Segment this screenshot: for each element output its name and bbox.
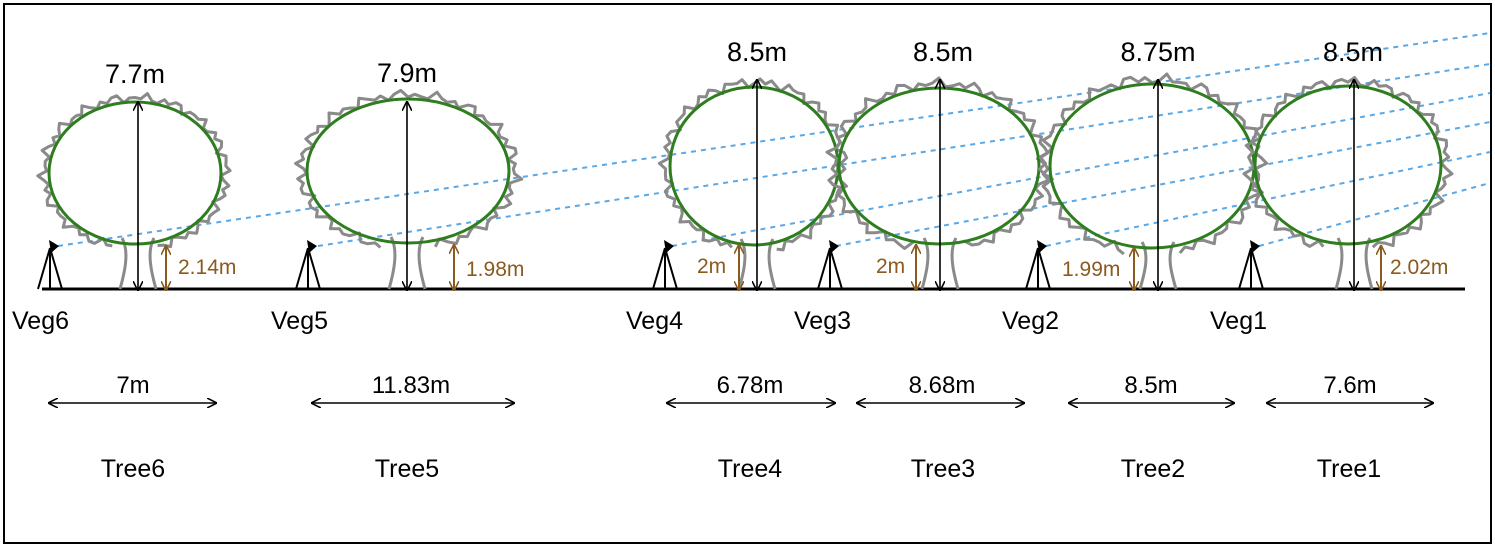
height-labels: 7.7m 7.9m 8.5m 8.5m 8.75m 8.5m xyxy=(105,37,1383,89)
tree3-height-label: 8.5m xyxy=(913,37,973,67)
tree4-width-label: 6.78m xyxy=(717,372,784,399)
tree6-trunk-height-label: 2.14m xyxy=(178,256,236,279)
veg2-tripod-icon xyxy=(1025,240,1051,290)
tree2-width-label: 8.5m xyxy=(1124,372,1177,399)
tree5-drawing xyxy=(294,88,524,289)
veg5-label: Veg5 xyxy=(271,307,328,335)
sight-line-veg5 xyxy=(317,63,1491,247)
tree6-width-label: 7m xyxy=(116,372,149,399)
tree2-canopy-icon xyxy=(1048,82,1256,250)
veg3-label: Veg3 xyxy=(794,307,851,335)
tree3-width-label: 8.68m xyxy=(909,372,976,399)
veg1-tripod-icon xyxy=(1238,240,1264,290)
figure-frame xyxy=(3,3,1492,544)
tree6-canopy-icon xyxy=(47,100,223,246)
sight-line-veg2 xyxy=(1045,151,1491,247)
tree1-drawing xyxy=(1242,76,1454,290)
veg6-label: Veg6 xyxy=(12,307,69,335)
tree2-height-label: 8.75m xyxy=(1120,37,1195,67)
tree4-foliage xyxy=(657,77,849,252)
trunk-height-labels: 2.14m 1.98m 2m 2m 1.99m 2.02m xyxy=(178,255,1448,281)
tree6-foliage xyxy=(36,92,232,249)
sight-line-veg3 xyxy=(835,121,1491,247)
tree4-height-label: 8.5m xyxy=(727,37,787,67)
veg4-label: Veg4 xyxy=(626,307,683,335)
tree4-drawing xyxy=(657,77,849,289)
tree2-drawing xyxy=(1038,72,1269,289)
tree6-height-label: 7.7m xyxy=(105,59,165,89)
width-dimensions: 7m 11.83m 6.78m 8.68m 8.5m 7.6m xyxy=(50,372,1432,403)
tree3-foliage xyxy=(825,76,1051,250)
tree2-trunk-height-label: 1.99m xyxy=(1062,258,1120,281)
tree5-height-label: 7.9m xyxy=(377,58,437,88)
veg3-tripod-icon xyxy=(817,240,843,290)
tree1-name: Tree1 xyxy=(1317,455,1381,483)
tree2-foliage xyxy=(1038,72,1269,256)
tree5-trunk-height-label: 1.98m xyxy=(466,258,524,281)
veg2-label: Veg2 xyxy=(1002,307,1059,335)
sensor-labels: Veg6 Veg5 Veg4 Veg3 Veg2 Veg1 xyxy=(12,307,1267,335)
tree1-height-label: 8.5m xyxy=(1323,37,1383,67)
tree3-name: Tree3 xyxy=(911,455,975,483)
tree4-canopy-icon xyxy=(668,85,840,247)
veg1-label: Veg1 xyxy=(1210,307,1267,335)
tree3-trunk-height-label: 2m xyxy=(876,255,905,278)
tree3-canopy-icon xyxy=(837,86,1041,246)
tree1-canopy-icon xyxy=(1253,84,1443,246)
veg5-tripod-icon xyxy=(295,240,321,290)
veg4-tripod-icon xyxy=(652,240,678,290)
tree2-name: Tree2 xyxy=(1121,455,1185,483)
tree-names: Tree6 Tree5 Tree4 Tree3 Tree2 Tree1 xyxy=(101,455,1381,483)
sight-line-veg6 xyxy=(57,32,1491,247)
tree1-trunk-height-label: 2.02m xyxy=(1390,256,1448,279)
tree6-name: Tree6 xyxy=(101,455,165,483)
tree5-name: Tree5 xyxy=(375,455,439,483)
sensors-layer xyxy=(37,240,1264,290)
tree5-canopy-icon xyxy=(305,97,511,245)
tree3-drawing xyxy=(825,76,1051,289)
tree1-width-label: 7.6m xyxy=(1323,372,1376,399)
tree5-foliage xyxy=(294,88,524,249)
tree5-width-label: 11.83m xyxy=(372,372,450,399)
veg6-tripod-icon xyxy=(37,240,63,290)
tree4-trunk-height-label: 2m xyxy=(697,255,726,278)
tree6-drawing xyxy=(36,92,232,289)
tree4-name: Tree4 xyxy=(718,455,782,483)
trees-layer xyxy=(36,72,1454,290)
